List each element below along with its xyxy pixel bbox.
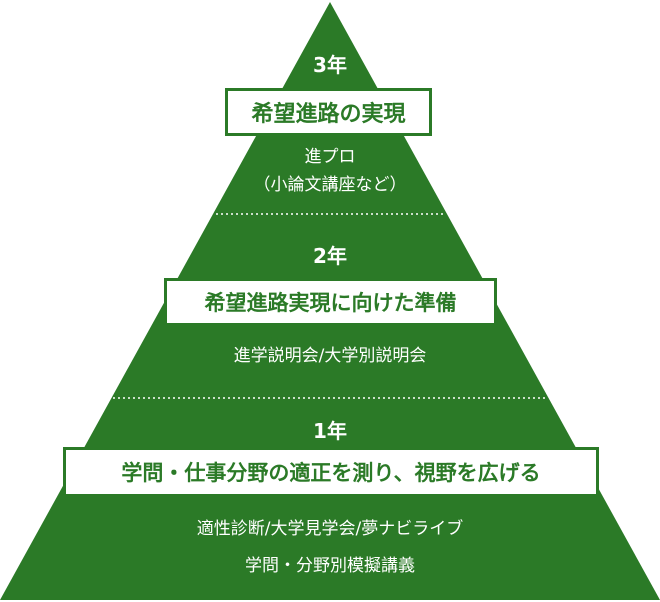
tier-1-activity-1: 適性診断/大学見学会/夢ナビライブ <box>196 519 464 539</box>
tier-3-activity-1: 進プロ <box>304 147 356 167</box>
tier-2-activity-1: 進学説明会/大学別説明会 <box>233 346 427 366</box>
tier-3-goal-text: 希望進路の実現 <box>251 102 406 127</box>
tier-1-activity-2: 学問・分野別模擬講義 <box>245 556 415 576</box>
tier-3-activity-2: （小論文講座など） <box>253 175 407 195</box>
tier-2-year-label: 2年 <box>313 244 347 268</box>
tier-3-goal-box: 希望進路の実現 <box>225 88 432 136</box>
tier-2-goal-text: 希望進路実現に向けた準備 <box>204 291 457 315</box>
tier-1-year-label: 1年 <box>313 419 347 443</box>
tier-3-year-label: 3年 <box>313 53 347 77</box>
tier-1-goal-box: 学問・仕事分野の適正を測り、視野を広げる <box>63 447 599 497</box>
tier-2-goal-box: 希望進路実現に向けた準備 <box>164 278 497 326</box>
tier-1-goal-text: 学問・仕事分野の適正を測り、視野を広げる <box>121 461 541 485</box>
